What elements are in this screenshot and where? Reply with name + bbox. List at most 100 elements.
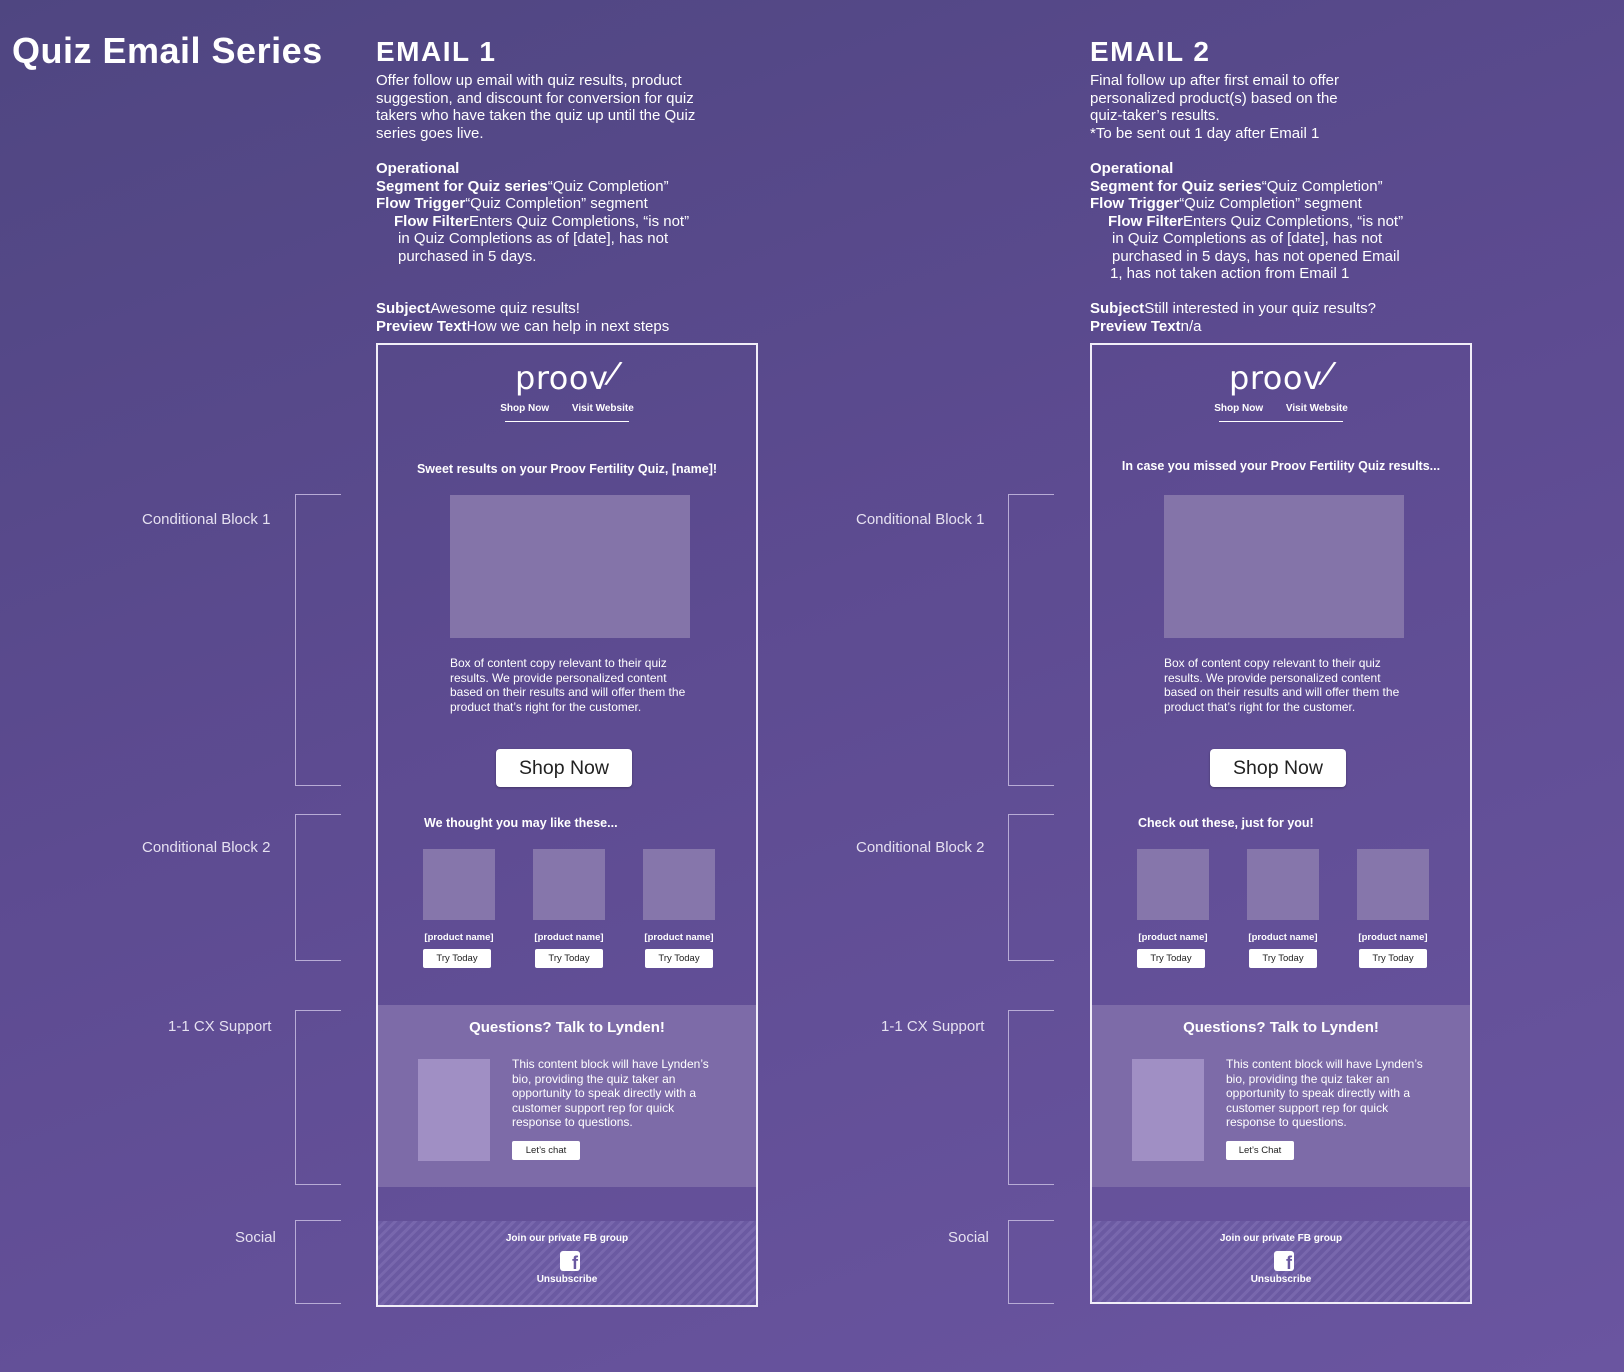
social-bracket [1008, 1220, 1054, 1304]
segment-line: Segment for Quiz series“Quiz Completion” [1090, 178, 1490, 196]
conditional-block-1-bracket [295, 494, 341, 786]
email-1-subject-block: SubjectAwesome quiz results! Preview Tex… [376, 300, 669, 335]
lets-chat-button[interactable]: Let’s Chat [1226, 1141, 1294, 1160]
lets-chat-button[interactable]: Let’s chat [512, 1141, 580, 1160]
facebook-icon[interactable] [560, 1251, 580, 1274]
email-1-brief: EMAIL 1 Offer follow up email with quiz … [376, 36, 776, 265]
conditional-block-1-bracket [1008, 494, 1054, 786]
conditional-block-1-label: Conditional Block 1 [142, 511, 271, 528]
intro-line: series goes live. [376, 124, 484, 142]
lynden-photo-placeholder [1132, 1059, 1204, 1161]
social-bracket [295, 1220, 341, 1304]
recommendations-heading: Check out these, just for you! [1138, 816, 1314, 830]
email-nav: Shop Now Visit Website [1092, 403, 1470, 414]
facebook-icon[interactable] [1274, 1251, 1294, 1274]
try-today-button[interactable]: Try Today [423, 949, 491, 968]
social-label: Social [235, 1229, 276, 1246]
conditional-block-2-bracket [1008, 814, 1054, 961]
email-nav: Shop Now Visit Website [378, 403, 756, 414]
preview-label: Preview Text [376, 317, 467, 335]
email-2-mockup: proov/ Shop Now Visit Website In case yo… [1090, 343, 1472, 1304]
subject-text: Awesome quiz results! [430, 300, 580, 317]
filter-label: Flow Filter [394, 212, 469, 230]
social-label: Social [948, 1229, 989, 1246]
email-headline: Sweet results on your Proov Fertility Qu… [416, 462, 718, 476]
try-today-button[interactable]: Try Today [645, 949, 713, 968]
unsubscribe-link[interactable]: Unsubscribe [536, 1274, 598, 1285]
nav-shop-now[interactable]: Shop Now [1214, 403, 1264, 414]
conditional-block-2-label: Conditional Block 2 [856, 839, 985, 856]
conditional-block-1-label: Conditional Block 1 [856, 511, 985, 528]
filter-detail: 1, has not taken action from Email 1 [1110, 265, 1350, 282]
recommendations-heading: We thought you may like these... [424, 816, 618, 830]
email-2-intro: Final follow up after first email to off… [1090, 72, 1430, 142]
preview-text: n/a [1180, 317, 1202, 335]
shop-now-button[interactable]: Shop Now [1210, 749, 1346, 787]
conditional-block-2-label: Conditional Block 2 [142, 839, 271, 856]
filter-value: Enters Quiz Completions, “is not” [469, 212, 690, 230]
intro-line: Offer follow up email with quiz results,… [376, 72, 682, 89]
nav-shop-now[interactable]: Shop Now [500, 403, 550, 414]
try-today-button[interactable]: Try Today [1249, 949, 1317, 968]
product-name: [product name] [424, 932, 494, 943]
filter-label: Flow Filter [1108, 212, 1183, 230]
email-1-intro: Offer follow up email with quiz results,… [376, 72, 716, 142]
cx-support-label: 1-1 CX Support [881, 1018, 985, 1035]
filter-detail: purchased in 5 days, has not opened Emai… [1112, 247, 1400, 265]
segment-label: Segment for Quiz series [1090, 177, 1262, 195]
email-headline: In case you missed your Proov Fertility … [1121, 459, 1441, 473]
trigger-label: Flow Trigger [1090, 195, 1180, 212]
support-copy: This content block will have Lynden’s bi… [1226, 1057, 1423, 1129]
filter-detail: in Quiz Completions as of [date], has no… [1112, 230, 1383, 247]
page-title: Quiz Email Series [12, 30, 323, 71]
results-copy: Box of content copy relevant to their qu… [1164, 656, 1400, 714]
nav-visit-website[interactable]: Visit Website [571, 403, 634, 414]
email-2-title: EMAIL 2 [1090, 36, 1211, 67]
product-image [1247, 849, 1319, 920]
cx-support-label: 1-1 CX Support [168, 1018, 272, 1035]
results-copy: Box of content copy relevant to their qu… [450, 656, 686, 714]
support-title: Questions? Talk to Lynden! [1183, 1019, 1379, 1036]
product-image [533, 849, 605, 920]
product-name: [product name] [1358, 932, 1428, 943]
filter-value: Enters Quiz Completions, “is not” [1183, 212, 1404, 230]
try-today-button[interactable]: Try Today [1137, 949, 1205, 968]
segment-label: Segment for Quiz series [376, 177, 548, 195]
subject-label: Subject [1090, 300, 1145, 317]
proov-logo: proov/ [515, 355, 622, 397]
conditional-block-2-bracket [295, 814, 341, 961]
segment-value: “Quiz Completion” [547, 177, 669, 195]
support-title: Questions? Talk to Lynden! [469, 1019, 665, 1036]
product-name: [product name] [1138, 932, 1208, 943]
try-today-button[interactable]: Try Today [535, 949, 603, 968]
product-image [423, 849, 495, 920]
lynden-photo-placeholder [418, 1059, 490, 1161]
email-1-mockup: proov/ Shop Now Visit Website Sweet resu… [376, 343, 758, 1307]
segment-value: “Quiz Completion” [1261, 177, 1383, 195]
fb-group-text: Join our private FB group [1219, 1233, 1343, 1244]
product-name: [product name] [1248, 932, 1318, 943]
intro-line: takers who have taken the quiz up until … [376, 107, 696, 124]
shop-now-button[interactable]: Shop Now [496, 749, 632, 787]
product-image [643, 849, 715, 920]
proov-logo: proov/ [1229, 355, 1336, 397]
subject-label: Subject [376, 300, 431, 317]
email-2-brief: EMAIL 2 Final follow up after first emai… [1090, 36, 1490, 283]
intro-line: Final follow up after first email to off… [1090, 72, 1339, 89]
intro-line: suggestion, and discount for conversion … [376, 89, 694, 107]
filter-line: Flow FilterEnters Quiz Completions, “is … [376, 213, 776, 231]
nav-divider [1219, 421, 1343, 422]
product-name: [product name] [644, 932, 714, 943]
filter-line: Flow FilterEnters Quiz Completions, “is … [1090, 213, 1490, 231]
fb-group-text: Join our private FB group [505, 1233, 629, 1244]
nav-visit-website[interactable]: Visit Website [1285, 403, 1348, 414]
filter-detail: in Quiz Completions as of [date], has no… [398, 230, 669, 247]
preview-text: How we can help in next steps [466, 317, 670, 335]
intro-line: *To be sent out 1 day after Email 1 [1090, 124, 1320, 142]
trigger-line: Flow Trigger“Quiz Completion” segment [376, 195, 776, 213]
unsubscribe-link[interactable]: Unsubscribe [1250, 1274, 1312, 1285]
product-name: [product name] [534, 932, 604, 943]
try-today-button[interactable]: Try Today [1359, 949, 1427, 968]
preview-label: Preview Text [1090, 317, 1181, 335]
filter-detail: purchased in 5 days. [398, 247, 537, 265]
